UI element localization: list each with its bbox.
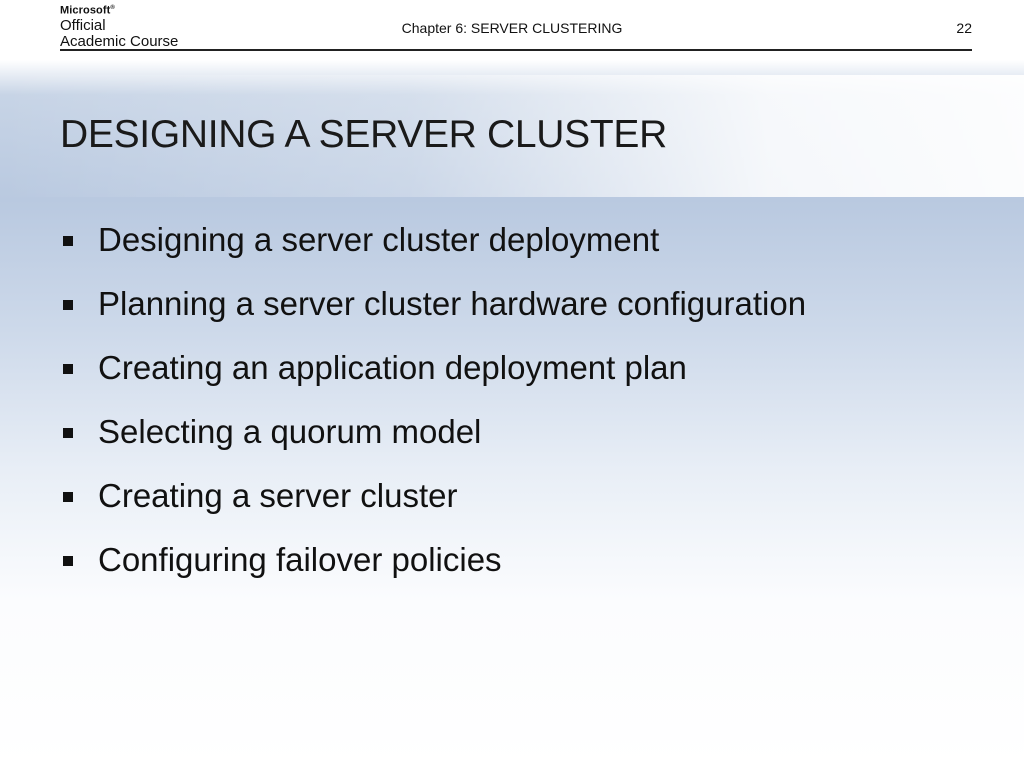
bullet-text: Selecting a quorum model [98,413,482,450]
slide-header: Microsoft® Official Academic Course Chap… [0,0,1024,55]
bullet-text: Creating an application deployment plan [98,349,687,386]
bullet-text: Planning a server cluster hardware confi… [98,285,807,322]
bullet-item: Designing a server cluster deployment [60,220,806,284]
background-band [0,75,1024,197]
logo-line-official: Official [60,16,106,34]
square-bullet-icon [60,476,98,502]
bullet-item: Creating a server cluster [60,476,806,540]
bullet-list: Designing a server cluster deployment Pl… [60,220,806,604]
bullet-text: Configuring failover policies [98,541,502,578]
slide-title: DESIGNING A SERVER CLUSTER [60,113,667,156]
square-bullet-icon [60,348,98,374]
logo-brand: Microsoft® [60,4,115,17]
microsoft-official-academic-course-logo: Microsoft® Official Academic Course [60,5,178,49]
logo-line-academic-course: Academic Course [60,32,179,50]
bullet-text: Designing a server cluster deployment [98,221,660,258]
bullet-item: Creating an application deployment plan [60,348,806,412]
bullet-item: Selecting a quorum model [60,412,806,476]
chapter-title: Chapter 6: SERVER CLUSTERING [401,20,623,36]
square-bullet-icon [60,220,98,246]
bullet-item: Configuring failover policies [60,540,806,604]
page-number: 22 [956,20,972,36]
bullet-item: Planning a server cluster hardware confi… [60,284,806,348]
bullet-text: Creating a server cluster [98,477,458,514]
header-divider [60,49,972,51]
square-bullet-icon [60,284,98,310]
square-bullet-icon [60,540,98,566]
square-bullet-icon [60,412,98,438]
